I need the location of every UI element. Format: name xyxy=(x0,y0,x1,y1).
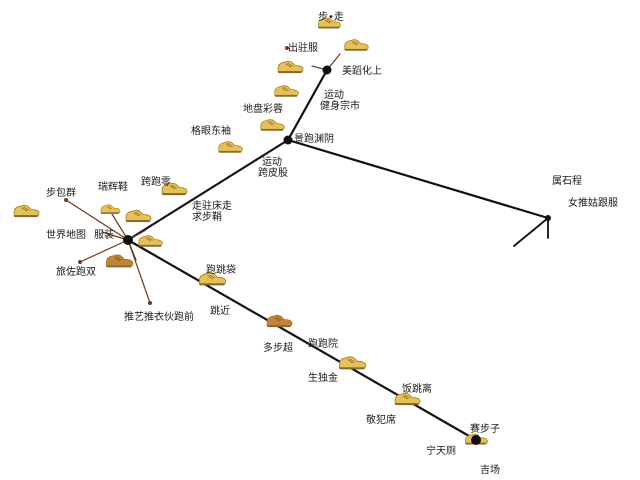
connector-lines xyxy=(65,53,550,442)
branch-dot-2 xyxy=(78,260,82,264)
label-run-8: 赛步子 xyxy=(470,424,500,435)
shoe-icon xyxy=(394,392,421,406)
label-grid: 格眼东袖 xyxy=(191,126,231,137)
label-top-right-1: 美蹈化上 xyxy=(342,66,382,77)
label-right-mid: 女推姑跟服 xyxy=(568,198,618,209)
label-right-top: 属石程 xyxy=(552,176,582,187)
label-run-7: 敬犯席 xyxy=(366,415,396,426)
line-joint-to-top xyxy=(286,68,329,142)
label-upper-mid-b: 跨皮股 xyxy=(258,168,288,179)
branch-left-low xyxy=(79,239,129,263)
right-node xyxy=(545,215,551,221)
label-run-2: 跳近 xyxy=(210,306,230,317)
branch-up-1 xyxy=(111,213,129,241)
branch-dot-1 xyxy=(64,198,68,202)
line-right-tail xyxy=(513,217,549,247)
label-far-left-2: 世界地图 xyxy=(46,230,86,241)
label-left-low-1: 旅佐跑双 xyxy=(56,267,96,278)
shoe-icon xyxy=(218,141,243,153)
label-diag-2: 求步鞘 xyxy=(192,212,222,223)
end-node xyxy=(471,435,481,445)
label-run-end: 吉场 xyxy=(480,465,500,476)
label-center-1: 瑞辉鞋 xyxy=(98,182,128,193)
label-run-9: 宁天厕 xyxy=(426,446,456,457)
label-top-left-1: 出驻服 xyxy=(288,43,318,54)
hub-node xyxy=(123,235,133,245)
label-run-3: 跑跑院 xyxy=(308,339,338,350)
branch-dot-3 xyxy=(148,301,152,305)
shoe-icon xyxy=(277,60,304,74)
label-center-2: 跨跑零 xyxy=(141,177,171,188)
label-mid-2: 健身宗市 xyxy=(320,101,360,112)
label-hub: 服装 xyxy=(94,230,114,241)
joint-node xyxy=(283,135,293,145)
node-dots xyxy=(64,46,551,445)
branch-far-left xyxy=(65,199,129,241)
shoe-icon xyxy=(161,182,188,196)
shoe-icon xyxy=(260,119,285,131)
label-bottom-left: 推艺推衣伙跑前 xyxy=(124,312,194,323)
label-top: 步•走 xyxy=(318,12,344,23)
label-mid-1: 运动 xyxy=(324,90,344,101)
top-node xyxy=(322,65,332,75)
shoe-icon xyxy=(198,272,227,286)
label-far-left-1: 步包群 xyxy=(46,188,76,199)
shoe-icon xyxy=(125,209,152,223)
shoe-icon xyxy=(266,314,293,328)
label-run-6: 饭跳离 xyxy=(402,384,432,395)
label-run-5: 生独金 xyxy=(308,373,338,384)
label-upper-mid-a: 运动 xyxy=(262,157,282,168)
branch-dot-top xyxy=(285,46,289,50)
shoe-icon xyxy=(338,356,367,370)
label-run-4: 多步超 xyxy=(263,343,293,354)
shoe-icon xyxy=(274,85,299,97)
shoe-icons xyxy=(13,17,488,445)
shoe-icon xyxy=(138,235,163,247)
label-joint-right: 景跑渊阴 xyxy=(294,134,334,145)
shoe-icon xyxy=(100,204,121,214)
label-left-group: 地盘彩蓉 xyxy=(243,104,283,115)
line-hub-to-joint xyxy=(126,138,290,242)
label-run-1: 跑跳袋 xyxy=(206,265,236,276)
shoe-icon xyxy=(318,17,341,29)
shoe-icon xyxy=(105,254,134,268)
line-joint-to-right xyxy=(286,138,550,220)
line-hub-to-bottom xyxy=(126,238,478,442)
shoe-icon xyxy=(13,204,40,218)
shoe-icon xyxy=(344,39,369,51)
label-diag-1: 走驻床走 xyxy=(192,201,232,212)
